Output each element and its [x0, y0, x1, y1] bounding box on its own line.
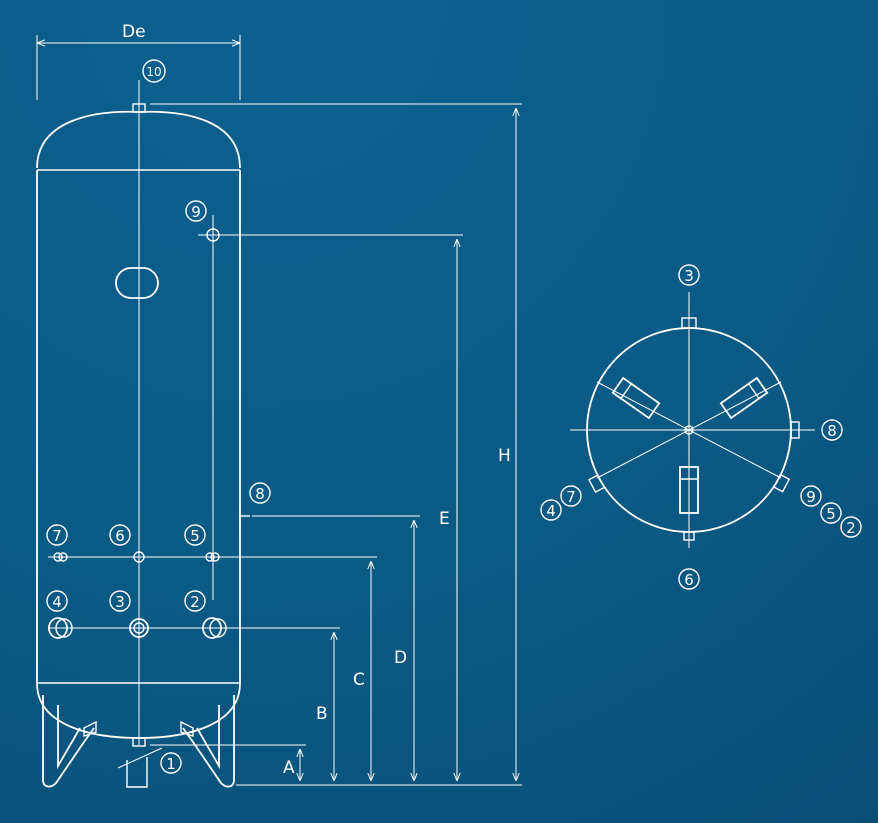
nozzle-4 — [48, 617, 68, 639]
dimensions: De H E D C B A — [36, 22, 522, 786]
callout-10: 10 — [142, 59, 166, 83]
svg-text:6: 6 — [684, 571, 694, 589]
svg-text:9: 9 — [191, 203, 201, 221]
svg-text:4: 4 — [546, 502, 556, 520]
callout-9: 9 — [185, 200, 207, 222]
plan-callout-4: 4 — [540, 499, 562, 521]
plan-nozzle-9-5-2 — [772, 473, 791, 493]
svg-text:5: 5 — [826, 505, 836, 523]
nozzle-3 — [129, 618, 149, 638]
dim-C-label: C — [353, 670, 365, 690]
manhole — [115, 267, 159, 299]
leg-left — [42, 695, 95, 788]
plan-nozzle-8 — [790, 421, 800, 439]
callout-5: 5 — [184, 524, 206, 546]
heater-left — [611, 376, 661, 420]
nozzle-1 — [132, 737, 146, 747]
dim-E-label: E — [439, 509, 450, 529]
svg-text:8: 8 — [255, 485, 265, 503]
svg-text:7: 7 — [566, 488, 576, 506]
plan-callout-7: 7 — [560, 485, 582, 507]
svg-text:3: 3 — [684, 267, 694, 285]
tank-shell — [36, 170, 241, 683]
dim-De-label: De — [122, 22, 146, 42]
svg-text:1: 1 — [166, 755, 176, 773]
callout-8: 8 — [249, 482, 271, 504]
tank-front-view — [36, 80, 250, 788]
tank-top-view — [570, 292, 815, 548]
dim-D-label: D — [394, 648, 407, 668]
callout-7: 7 — [46, 524, 68, 546]
svg-text:3: 3 — [115, 593, 125, 611]
top-view-callouts: 3 8 6 4 7 9 5 2 — [540, 264, 862, 590]
nozzle-10 — [132, 103, 146, 113]
nozzle-5 — [205, 552, 215, 562]
nozzle-6 — [133, 551, 145, 563]
svg-text:4: 4 — [52, 593, 62, 611]
plan-callout-2: 2 — [840, 516, 862, 538]
svg-text:8: 8 — [827, 422, 837, 440]
svg-text:7: 7 — [52, 527, 62, 545]
dim-H-label: H — [498, 446, 511, 466]
heater-right — [719, 376, 769, 420]
plan-nozzle-6 — [683, 531, 695, 541]
plan-callout-5: 5 — [820, 502, 842, 524]
callout-3: 3 — [109, 590, 131, 612]
plan-nozzle-3 — [681, 317, 697, 329]
nozzle-2 — [202, 617, 222, 639]
dim-B-label: B — [316, 704, 328, 724]
callout-2: 2 — [184, 590, 206, 612]
nozzle-7 — [53, 552, 63, 562]
leg-right — [182, 695, 235, 788]
plan-nozzle-4-7 — [587, 474, 606, 494]
svg-text:9: 9 — [806, 488, 816, 506]
heater-bottom — [679, 466, 699, 514]
svg-text:6: 6 — [115, 527, 125, 545]
svg-text:10: 10 — [146, 65, 161, 79]
callout-4: 4 — [46, 590, 68, 612]
callout-6: 6 — [109, 524, 131, 546]
svg-text:2: 2 — [190, 593, 200, 611]
plan-callout-6: 6 — [678, 568, 700, 590]
plan-callout-3: 3 — [678, 264, 700, 286]
svg-text:2: 2 — [846, 519, 856, 537]
dim-A-label: A — [283, 758, 295, 778]
callout-1: 1 — [160, 752, 182, 774]
svg-text:5: 5 — [190, 527, 200, 545]
plan-callout-9: 9 — [800, 485, 822, 507]
plan-callout-8: 8 — [821, 419, 843, 441]
plan-center — [684, 425, 694, 435]
front-view-callouts: 10 9 8 7 6 5 4 3 — [46, 59, 271, 774]
